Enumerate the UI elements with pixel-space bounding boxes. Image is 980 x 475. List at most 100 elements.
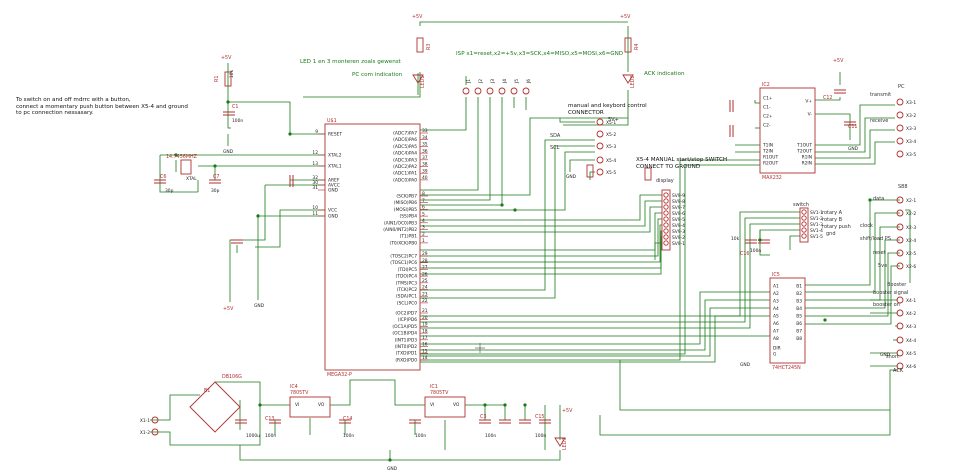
u1-pin-name: (SS)PB4 [400, 214, 418, 220]
c12-label: C12 [823, 95, 832, 101]
u1-pin-name: (SCL)PC0 [397, 300, 417, 306]
transmit-label: transmit [870, 92, 891, 98]
hct245-pin-name: B4 [796, 306, 802, 312]
max232-pin-name: C2+ [763, 114, 773, 120]
u1-pin-name: (TDI)PC5 [398, 267, 417, 273]
manual-note: manual and keybord control CONNECTOR [568, 103, 647, 116]
vcc-label-1: +5V [221, 55, 232, 61]
hct245-pin-name: B3 [796, 299, 802, 305]
u1-pin-name: (SCK)PB7 [396, 194, 417, 200]
ic4-body [289, 396, 331, 418]
u1-pin-name: (ADC7)PA7 [393, 131, 417, 137]
u1-pin-name: (TXD)PD1 [396, 351, 418, 357]
u1-pin-name: (INT1)PD3 [395, 337, 418, 343]
x1-label: X1-1 [140, 418, 150, 424]
c13-label: C13 [265, 416, 274, 422]
shiftload-label: shift/load PS [860, 236, 891, 242]
power-labels: +5V +5V +5V +5V +5V +5V GND GND GND GND … [221, 14, 891, 472]
b1-value: DB106G [222, 374, 242, 380]
hct245-pin-name: A6 [773, 321, 779, 327]
u1-pin-number: 4 [422, 218, 425, 224]
gnd-net-label: gnd [826, 231, 836, 237]
vcc-label-3: +5V [620, 14, 631, 20]
r-ack-body [586, 164, 594, 178]
c15-label: C15 [535, 414, 544, 420]
led-note: LED 1 en 3 monteren zoals gewenst [300, 59, 401, 65]
x54-note: X5-4 MANUAL start/stop SWITCH CONNECT TO… [636, 157, 727, 170]
x4-label: X4-3 [906, 324, 916, 330]
r4-label: R4 [634, 44, 640, 50]
x4-label: X4-2 [906, 311, 916, 317]
u1-pin-name: XTAL2 [328, 153, 342, 159]
u1-pin-number: 29 [422, 251, 428, 257]
led3-label: LED3 [562, 438, 568, 450]
scl-label: SCL [550, 145, 560, 151]
hct245-pin-name: B6 [796, 321, 802, 327]
hct245-pin-name: B1 [796, 284, 802, 290]
x3-label: X3-2 [906, 113, 916, 119]
u1-pin-name: (OC1B)PD4 [392, 331, 417, 337]
c-bulk-value: 1000u [246, 433, 260, 439]
u1-pin-number: 1 [422, 238, 425, 244]
max232-pin-name: C1+ [763, 96, 773, 102]
u1-pin-number: 21 [422, 308, 428, 314]
u1-pin-number: 35 [422, 142, 428, 148]
u1-pin-number: 14 [422, 355, 428, 361]
sv9-label: SV9-9 [672, 193, 685, 199]
hct245-pin-name: B5 [796, 314, 802, 320]
x54-line-2: CONNECT TO GROUND [636, 163, 701, 170]
hct245-pin-name: A2 [773, 291, 779, 297]
x2-label: X2-5 [906, 251, 916, 257]
c11-label: C11 [848, 124, 857, 130]
max232-pin-name: R2IN [802, 161, 812, 167]
sv9-label: SV9-2 [672, 235, 685, 241]
x4-label: X4-6 [906, 364, 916, 370]
display-label: display [656, 178, 674, 184]
u1-pin-number: 23 [422, 291, 428, 297]
max232-pins: C1+C1-C2+C2-T1INT2INR1OUTR2OUTV+V-T1OUTT… [762, 96, 812, 167]
r-pullup-body [644, 167, 652, 181]
intro-line-2: connect a momentary push button between … [16, 103, 188, 110]
u1-pin-name: (T1)PB1 [400, 234, 418, 240]
c14-label: C14 [343, 416, 352, 422]
u1-pin-number: 9 [315, 129, 318, 135]
receive-label: receive [870, 118, 888, 124]
ic1-vo: VO [453, 402, 460, 408]
sv9-body [661, 189, 671, 251]
u1-pin-number: 5 [422, 211, 425, 217]
u1-pin-name: (ADC1)PA1 [393, 171, 417, 177]
xtal-ref: 14.7456MHZ [166, 154, 198, 160]
u1-pin-name: (AIN1/OC0)PB3 [384, 220, 417, 226]
vcc-label-4: +5V [833, 58, 844, 64]
u1-pin-number: 15 [422, 348, 428, 354]
x3-label: X3-4 [906, 139, 916, 145]
ic2-value: MAX232 [762, 175, 782, 181]
u1-pin-number: 27 [422, 265, 428, 271]
u1-pin-name: (MOSI)PB5 [394, 207, 417, 213]
u1-pin-number: 31 [312, 185, 318, 191]
u1-pin-name: (TOSC2)PC7 [390, 254, 417, 260]
max232-pin-name: V+ [805, 99, 812, 105]
intro-line-1: To switch on and off mdrrc with a button… [16, 97, 131, 103]
c3-value: 100n [415, 433, 426, 439]
u1-pin-number: 26 [422, 271, 428, 277]
r1-body [224, 71, 232, 87]
u1-pin-number: 25 [422, 278, 428, 284]
clock-label: clock [860, 223, 873, 229]
u1-pin-name: (SDA)PC1 [396, 294, 417, 300]
u1-pin-name: AREF [328, 178, 340, 184]
u1-pin-number: 24 [422, 285, 428, 291]
ic1-body [424, 396, 466, 418]
b1-ref: B1 [204, 388, 210, 394]
ic2-body [759, 87, 816, 174]
r3-label: R3 [426, 44, 432, 50]
u1-pin-number: 37 [422, 155, 428, 161]
u1-pin-name: (ADC6)PA6 [393, 137, 417, 143]
x3-label: X3-3 [906, 126, 916, 132]
gnd-label-6: GND [848, 146, 859, 152]
u1-left-pins: RESET9XTAL212XTAL113AREF32AVCC30GND31VCC… [312, 129, 342, 220]
hct245-pin-name: A8 [773, 336, 779, 342]
u1-pin-name: GND [328, 188, 339, 194]
sv1-label: SV1-1 [810, 210, 823, 216]
